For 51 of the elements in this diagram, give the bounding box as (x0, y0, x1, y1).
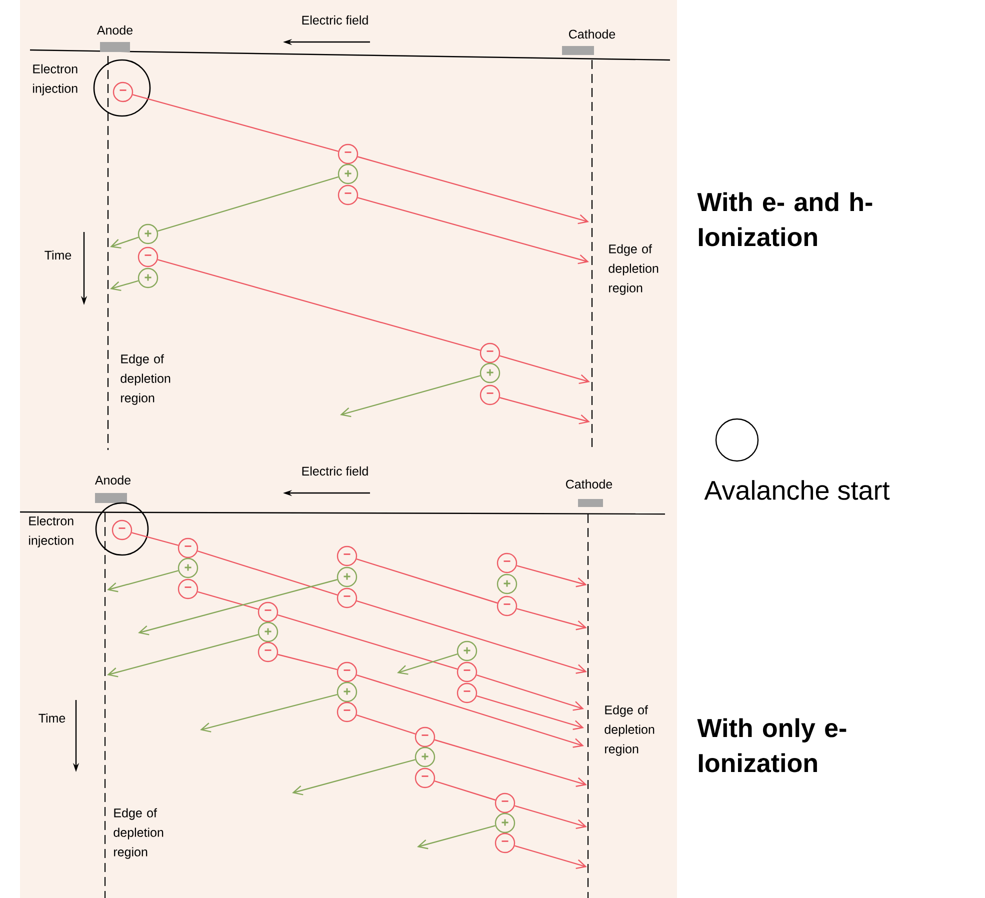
carrier-track (500, 355, 590, 384)
carrier-track (434, 739, 587, 787)
carrier-track (434, 780, 496, 801)
region-label: Edge of depletion region (608, 244, 658, 295)
region-label: Edge of depletion region (120, 354, 170, 405)
carrier-track (417, 825, 496, 850)
carrier-track (397, 653, 458, 675)
carrier-track (110, 236, 139, 248)
carrier-track (514, 805, 587, 830)
carrier-track (197, 550, 338, 596)
carrier-track (200, 694, 338, 732)
electrode-label: Cathode (569, 29, 616, 39)
carrier-track (356, 600, 587, 674)
region-label: Edge of depletion region (604, 705, 654, 756)
carrier-track (292, 759, 416, 796)
carrier-track (476, 695, 584, 730)
carrier-track (107, 634, 258, 678)
time-label: Time (38, 713, 66, 723)
carrier-track (356, 674, 584, 748)
carrier-track (278, 654, 338, 670)
carrier-track (476, 674, 584, 711)
carrier-track (516, 608, 587, 630)
injection-label: Electron injection (33, 64, 78, 96)
carrier-track (132, 94, 338, 152)
carrier-track (358, 197, 589, 264)
carrier-track (514, 845, 587, 870)
carrier-track (340, 375, 480, 418)
field-label: Electric field (302, 15, 368, 25)
carrier-track (356, 558, 498, 604)
carrier-track (132, 532, 178, 546)
carrier-track (198, 591, 258, 610)
carrier-track (138, 579, 338, 636)
carrier-track (358, 156, 589, 224)
injection-label: Electron injection (29, 516, 74, 548)
carrier-track (158, 259, 480, 351)
legend-label: Avalanche start (704, 480, 890, 500)
carrier-track (110, 280, 138, 292)
region-label: Edge of depletion region (114, 808, 164, 859)
panel-title: With only e- Ionization (697, 718, 846, 772)
carrier-track (107, 570, 178, 592)
electrode-label: Cathode (566, 479, 612, 489)
carrier-track (516, 565, 587, 588)
field-label: Electric field (302, 466, 368, 476)
electrode-label: Anode (94, 475, 131, 485)
panel-title: With e- and h- Ionization (697, 192, 872, 246)
time-label: Time (44, 250, 72, 260)
carrier-track (356, 714, 416, 734)
carrier-track (158, 176, 338, 232)
carrier-track (500, 397, 590, 424)
carrier-track (278, 614, 458, 670)
electrode-label: Anode (96, 25, 133, 35)
